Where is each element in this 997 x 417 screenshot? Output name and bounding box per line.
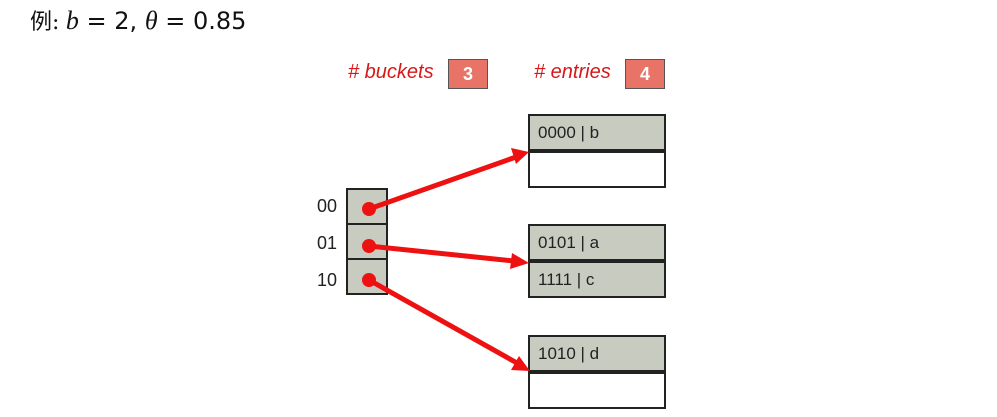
arrowhead <box>510 253 529 269</box>
entry-label: 1111 | c <box>538 270 595 289</box>
arrowhead <box>511 148 529 164</box>
pointer-line <box>367 277 519 366</box>
arrowhead <box>511 356 530 371</box>
bucket-2-slot-1 <box>528 372 666 409</box>
entry-label: 0101 | a <box>538 233 600 252</box>
entry-label: 1010 | d <box>538 344 600 363</box>
bucket-1-slot-0: 0101 | a <box>528 224 666 261</box>
bucket-0-slot-0: 0000 | b <box>528 114 666 151</box>
buckets-label: # buckets <box>348 61 434 83</box>
pointer-dot <box>362 202 376 216</box>
b-variable: b <box>65 6 79 35</box>
entry-label: 0000 | b <box>538 123 600 142</box>
buckets-count: 3 <box>448 59 488 89</box>
pointer-01-to-bucket-1 <box>362 239 529 269</box>
example-title: 例: b = 2, θ = 0.85 <box>30 4 246 36</box>
dir-label-00: 00 <box>317 196 338 216</box>
b-value: = 2, <box>78 7 145 35</box>
pointer-dot <box>362 273 376 287</box>
pointer-line <box>368 243 515 264</box>
pointer-10-to-bucket-2 <box>362 273 530 371</box>
dir-label-01: 01 <box>317 233 338 253</box>
theta-value: = 0.85 <box>157 7 247 35</box>
bucket-2-slot-0: 1010 | d <box>528 335 666 372</box>
pointer-line <box>368 154 517 212</box>
entries-count: 4 <box>625 59 665 89</box>
bucket-0-slot-1 <box>528 151 666 188</box>
pointer-dot <box>362 239 376 253</box>
theta-variable: θ <box>144 6 158 35</box>
pointer-00-to-bucket-0 <box>362 148 529 216</box>
dir-cell-01 <box>346 223 388 260</box>
bucket-1-slot-1: 1111 | c <box>528 261 666 298</box>
example-prefix: 例: <box>30 10 60 35</box>
dir-label-10: 10 <box>317 270 338 290</box>
entries-label: # entries <box>534 61 611 83</box>
